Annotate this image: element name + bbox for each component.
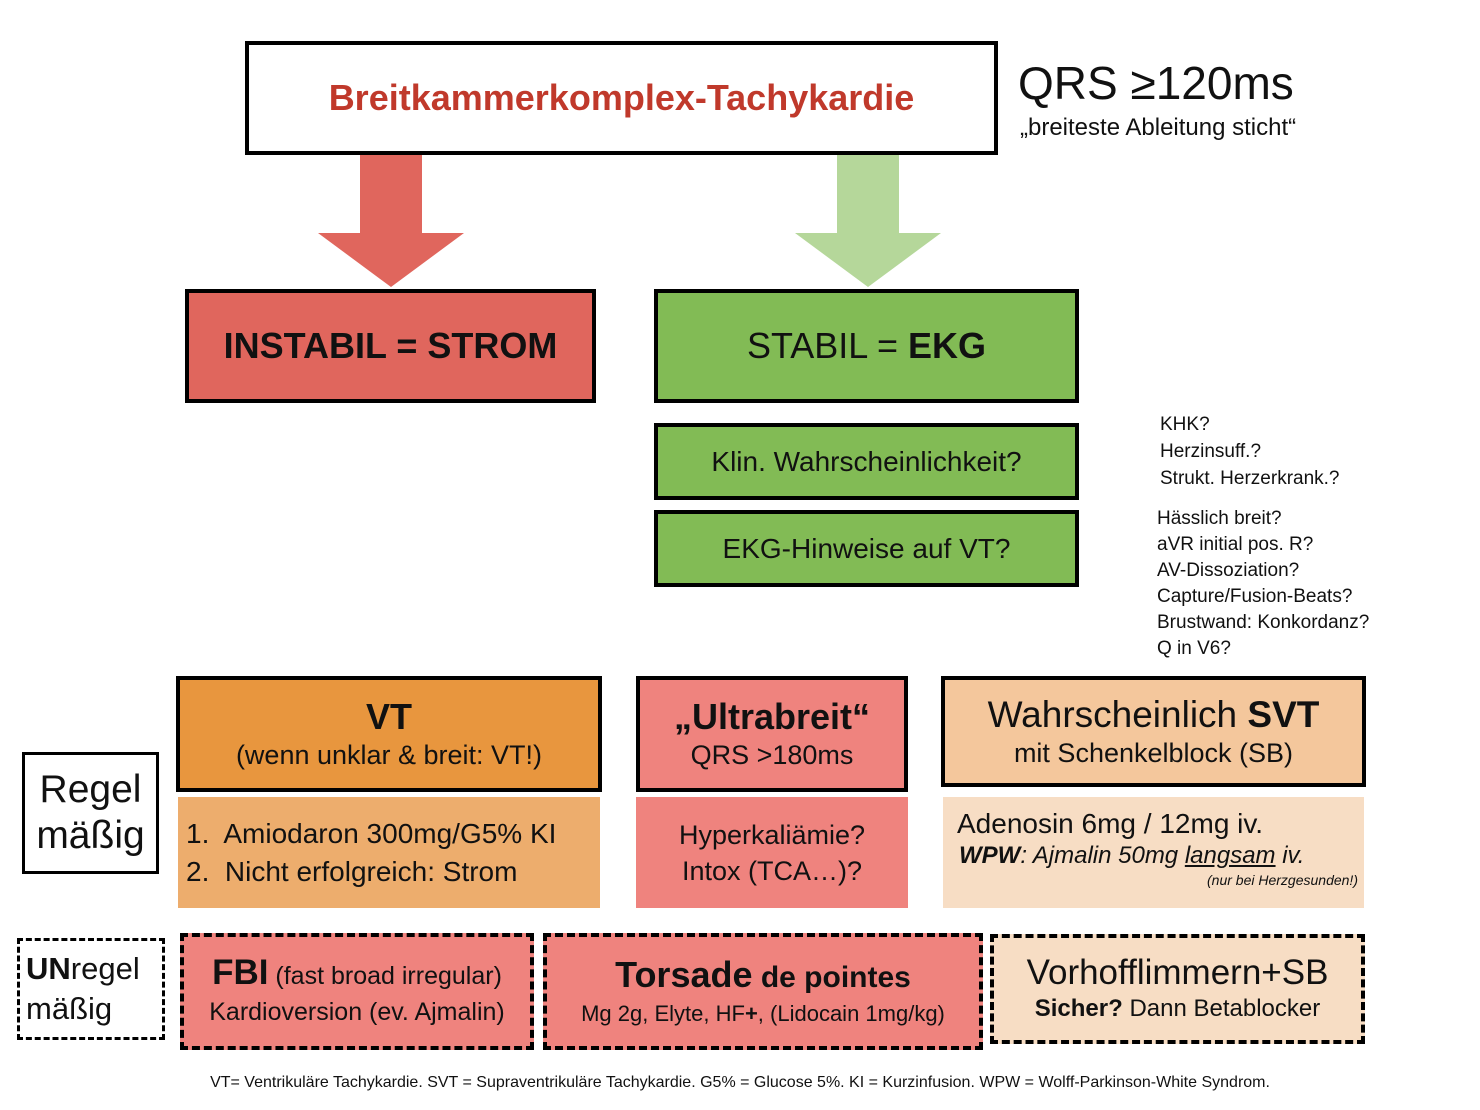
vhf-sub-rest: Dann Betablocker [1122, 995, 1321, 1022]
fbi-subtitle: Kardioversion (ev. Ajmalin) [209, 998, 505, 1026]
footer-legend: VT= Ventrikuläre Tachykardie. SVT = Supr… [210, 1074, 1270, 1091]
torsade-subtitle: Mg 2g, Elyte, HF+, (Lidocain 1mg/kg) [581, 999, 945, 1029]
arrow-down-icon [795, 155, 941, 287]
fbi-title-bold: FBI [212, 953, 269, 992]
irregular-label-line2: mäßig [26, 991, 113, 1026]
clinical-notes: KHK? Herzinsuff.? Strukt. Herzerkrank.? [1160, 411, 1340, 492]
note-item: KHK? [1160, 414, 1210, 435]
vhf-box: Vorhofflimmern+SB Sicher? Dann Betablock… [990, 934, 1365, 1044]
vt-treatment-step: 2. Nicht erfolgreich: Strom [186, 855, 518, 887]
question-ecg: EKG-Hinweise auf VT? [722, 532, 1011, 564]
note-item: Herzinsuff.? [1160, 441, 1262, 462]
ultrabreit-title: „Ultrabreit“ [673, 696, 871, 737]
irregular-label-bold: UN [26, 951, 71, 986]
torsade-title: Torsade de pointes [615, 954, 911, 999]
stabil-bold: EKG [908, 325, 987, 366]
irregular-label-rest: regel [70, 951, 140, 986]
vhf-sub-bold: Sicher? [1034, 995, 1123, 1022]
vt-treatment: 1. Amiodaron 300mg/G5% KI 2. Nicht erfol… [178, 797, 600, 908]
svt-treatment-wpw: WPW: Ajmalin 50mg langsam iv. [957, 841, 1364, 871]
wpw-label: WPW [959, 842, 1021, 869]
cause-item: Hyperkaliämie? [678, 819, 866, 850]
question-clinical: Klin. Wahrscheinlichkeit? [711, 445, 1022, 477]
ultrabreit-box: „Ultrabreit“ QRS >180ms [636, 676, 908, 792]
regular-label-line1: Regel [39, 768, 142, 811]
fbi-box: FBI (fast broad irregular) Kardioversion… [180, 933, 534, 1050]
vhf-subtitle: Sicher? Dann Betablocker [1035, 993, 1320, 1025]
vhf-title: Vorhofflimmern+SB [1026, 953, 1329, 992]
vt-box: VT (wenn unklar & breit: VT!) [176, 676, 602, 792]
fbi-title-rest: (fast broad irregular) [268, 962, 502, 990]
svt-box: Wahrscheinlich SVT mit Schenkelblock (SB… [941, 676, 1366, 787]
note-item: Strukt. Herzerkrank.? [1160, 468, 1340, 489]
torsade-title-big: Torsade [615, 954, 753, 995]
svt-title-prefix: Wahrscheinlich [987, 693, 1248, 735]
title-box: Breitkammerkomplex-Tachykardie [245, 41, 998, 155]
regular-label-box: Regel mäßig [22, 752, 159, 874]
instabil-box: INSTABIL = STROM [185, 289, 596, 403]
stabil-label: STABIL = EKG [747, 325, 986, 367]
note-item: AV-Dissoziation? [1157, 560, 1300, 581]
ultrabreit-causes: Hyperkaliämie? Intox (TCA…)? [636, 797, 908, 908]
torsade-box: Torsade de pointes Mg 2g, Elyte, HF+, (L… [543, 933, 983, 1050]
torsade-title-small: de pointes [752, 961, 911, 994]
svt-note: (nur bei Herzgesunden!) [1207, 872, 1358, 888]
wpw-text-end: iv. [1275, 842, 1305, 869]
ultrabreit-subtitle: QRS >180ms [690, 740, 854, 770]
instabil-label: INSTABIL = STROM [223, 325, 558, 366]
note-item: Q in V6? [1157, 638, 1231, 659]
question-ecg-box: EKG-Hinweise auf VT? [654, 510, 1079, 587]
vt-subtitle: (wenn unklar & breit: VT!) [235, 740, 543, 770]
stabil-box: STABIL = EKG [654, 289, 1079, 403]
note-item: Hässlich breit? [1157, 508, 1282, 529]
regular-label-line2: mäßig [36, 814, 145, 857]
arrow-down-icon [318, 155, 464, 287]
torsade-sub-plus: + [744, 1001, 758, 1026]
stabil-prefix: STABIL = [746, 325, 909, 366]
svt-treatment: Adenosin 6mg / 12mg iv. WPW: Ajmalin 50m… [943, 797, 1364, 908]
ecg-notes: Hässlich breit? aVR initial pos. R? AV-D… [1157, 506, 1369, 662]
wpw-text: : Ajmalin 50mg [1020, 842, 1185, 869]
cause-item: Intox (TCA…)? [681, 855, 863, 886]
note-item: aVR initial pos. R? [1157, 534, 1314, 555]
note-item: Capture/Fusion-Beats? [1157, 586, 1353, 607]
svt-subtitle: mit Schenkelblock (SB) [1013, 737, 1294, 768]
qrs-criterion-note: „breiteste Ableitung sticht“ [1020, 114, 1297, 141]
question-clinical-box: Klin. Wahrscheinlichkeit? [654, 423, 1079, 500]
page-title: Breitkammerkomplex-Tachykardie [328, 77, 915, 118]
vt-treatment-step: 1. Amiodaron 300mg/G5% KI [186, 817, 557, 849]
torsade-sub-a: Mg 2g, Elyte, HF [581, 1001, 745, 1026]
qrs-criterion: QRS ≥120ms [1018, 57, 1294, 109]
note-item: Brustwand: Konkordanz? [1157, 612, 1370, 633]
fbi-title: FBI (fast broad irregular) [212, 954, 502, 995]
svt-title-bold: SVT [1247, 693, 1320, 735]
irregular-label-line1: UNregel [26, 949, 140, 989]
irregular-label-box: UNregel mäßig [17, 938, 165, 1040]
vt-title: VT [365, 696, 412, 737]
wpw-underlined: langsam [1184, 842, 1276, 869]
torsade-sub-b: , (Lidocain 1mg/kg) [757, 1001, 945, 1026]
svt-title: Wahrscheinlich SVT [988, 694, 1320, 736]
svt-treatment-adenosin: Adenosin 6mg / 12mg iv. [957, 808, 1264, 839]
